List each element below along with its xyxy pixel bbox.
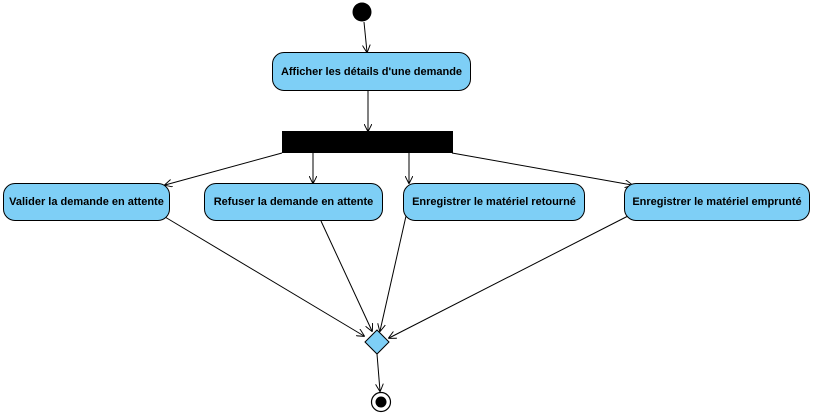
edge-returned-to-merge (380, 215, 407, 331)
edge-initial-to-display (364, 21, 367, 52)
fork-bar (282, 131, 453, 153)
edge-fork-to-borrowed (451, 152, 632, 185)
action-record-borrowed[interactable]: Enregistrer le matériel emprunté (624, 183, 810, 221)
action-validate-pending[interactable]: Valider la demande en attente (3, 183, 170, 221)
initial-node-icon (352, 2, 372, 22)
edge-fork-to-validate (165, 152, 283, 185)
edge-validate-to-merge (164, 216, 364, 336)
action-display-details[interactable]: Afficher les détails d'une demande (272, 52, 471, 91)
action-record-returned[interactable]: Enregistrer le matériel retourné (403, 183, 585, 221)
edge-merge-to-final (377, 353, 380, 391)
action-refuse-pending[interactable]: Refuser la demande en attente (204, 183, 383, 221)
edge-refuse-to-merge (320, 220, 372, 331)
merge-diamond-icon (364, 329, 390, 355)
edge-borrowed-to-merge (389, 215, 629, 338)
final-node-inner (375, 396, 387, 408)
